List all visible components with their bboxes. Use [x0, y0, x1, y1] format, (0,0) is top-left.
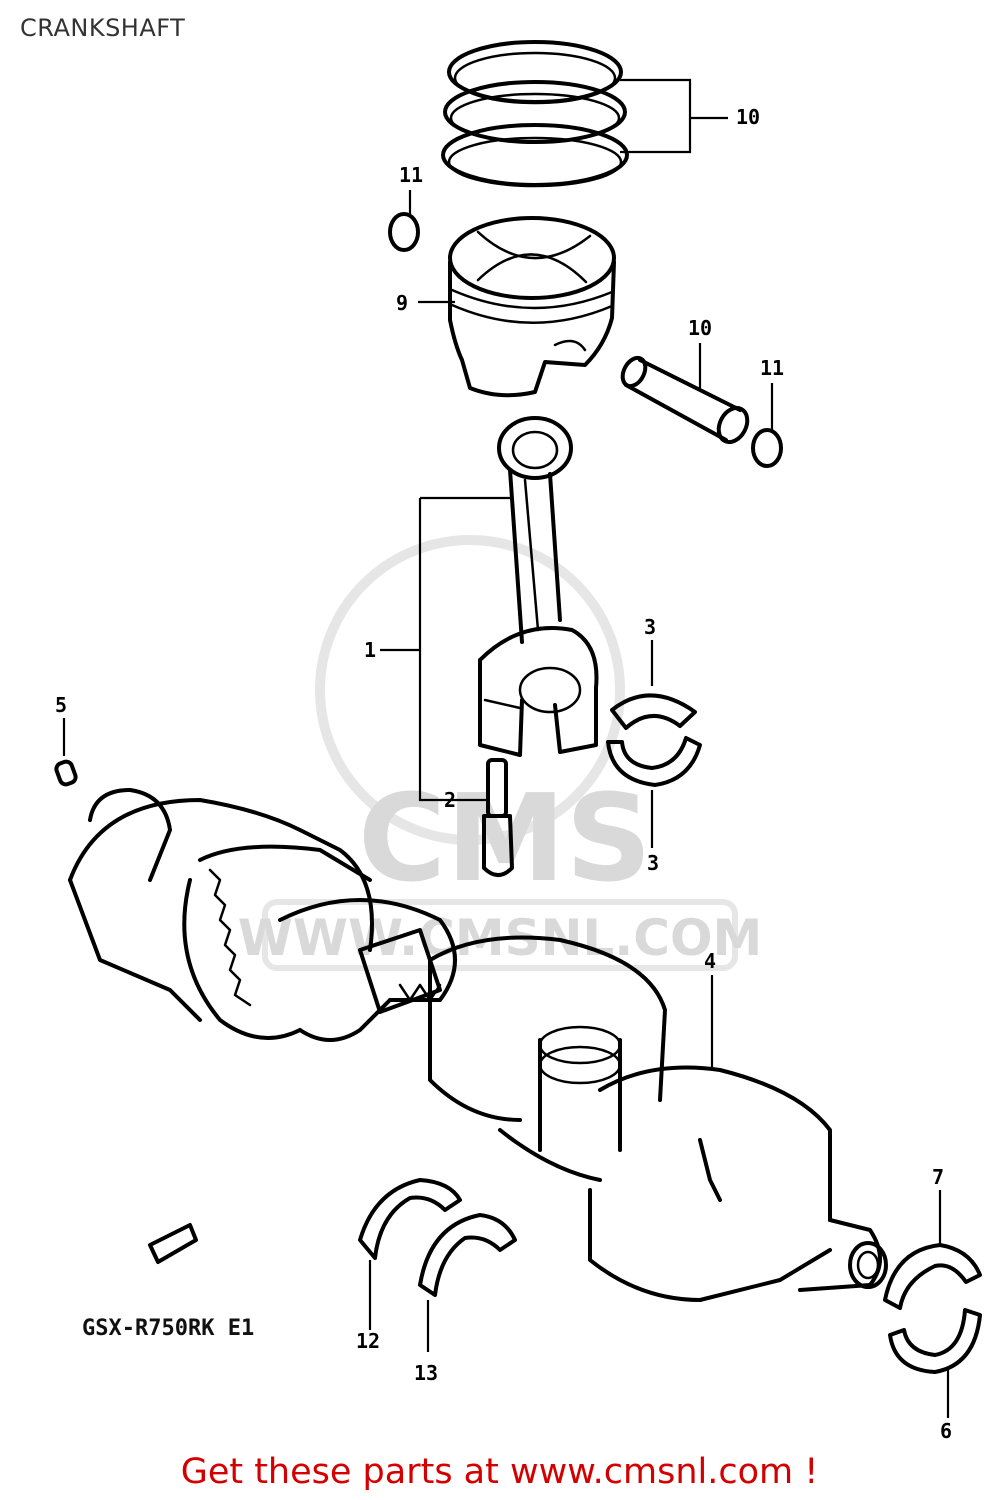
leader-lines	[62, 78, 950, 1418]
callout-1: 1	[364, 638, 376, 662]
callout-13: 13	[414, 1361, 438, 1385]
callout-2: 2	[444, 788, 456, 812]
part-piston	[448, 216, 616, 398]
part-main-bearings	[883, 1243, 982, 1374]
callout-5: 5	[55, 693, 67, 717]
part-circlip-upper	[388, 212, 420, 252]
page-title: CRANKSHAFT	[20, 14, 186, 42]
callout-12: 12	[356, 1329, 380, 1353]
direction-arrow-icon	[148, 1223, 198, 1264]
callout-9: 10	[736, 105, 760, 129]
callout-3-lower: 3	[647, 851, 659, 875]
part-circlip-lower	[751, 428, 783, 468]
part-connecting-rod	[478, 416, 599, 757]
callout-11-lower: 11	[760, 356, 784, 380]
watermark-logo: CMS WWW.CMSNL.COM	[238, 535, 762, 971]
callout-7: 7	[932, 1165, 944, 1189]
footer-parts-link[interactable]: Get these parts at www.cmsnl.com !	[180, 1452, 819, 1492]
callout-11-upper: 11	[399, 163, 423, 187]
callout-4: 4	[704, 949, 716, 973]
model-code-label: GSX-R750RK E1	[82, 1316, 255, 1341]
part-piston-pin	[620, 355, 750, 445]
part-dowel-pin	[54, 759, 78, 787]
part-conrod-bolt	[482, 758, 514, 877]
part-thrust-bearings	[358, 1178, 517, 1297]
callout-6: 6	[940, 1419, 952, 1443]
part-conrod-bearings	[606, 693, 702, 787]
callout-10: 10	[688, 316, 712, 340]
callout-8: 9	[396, 291, 408, 315]
part-crankshaft	[68, 788, 888, 1302]
part-piston-rings	[441, 40, 629, 188]
callout-3-upper: 3	[644, 615, 656, 639]
